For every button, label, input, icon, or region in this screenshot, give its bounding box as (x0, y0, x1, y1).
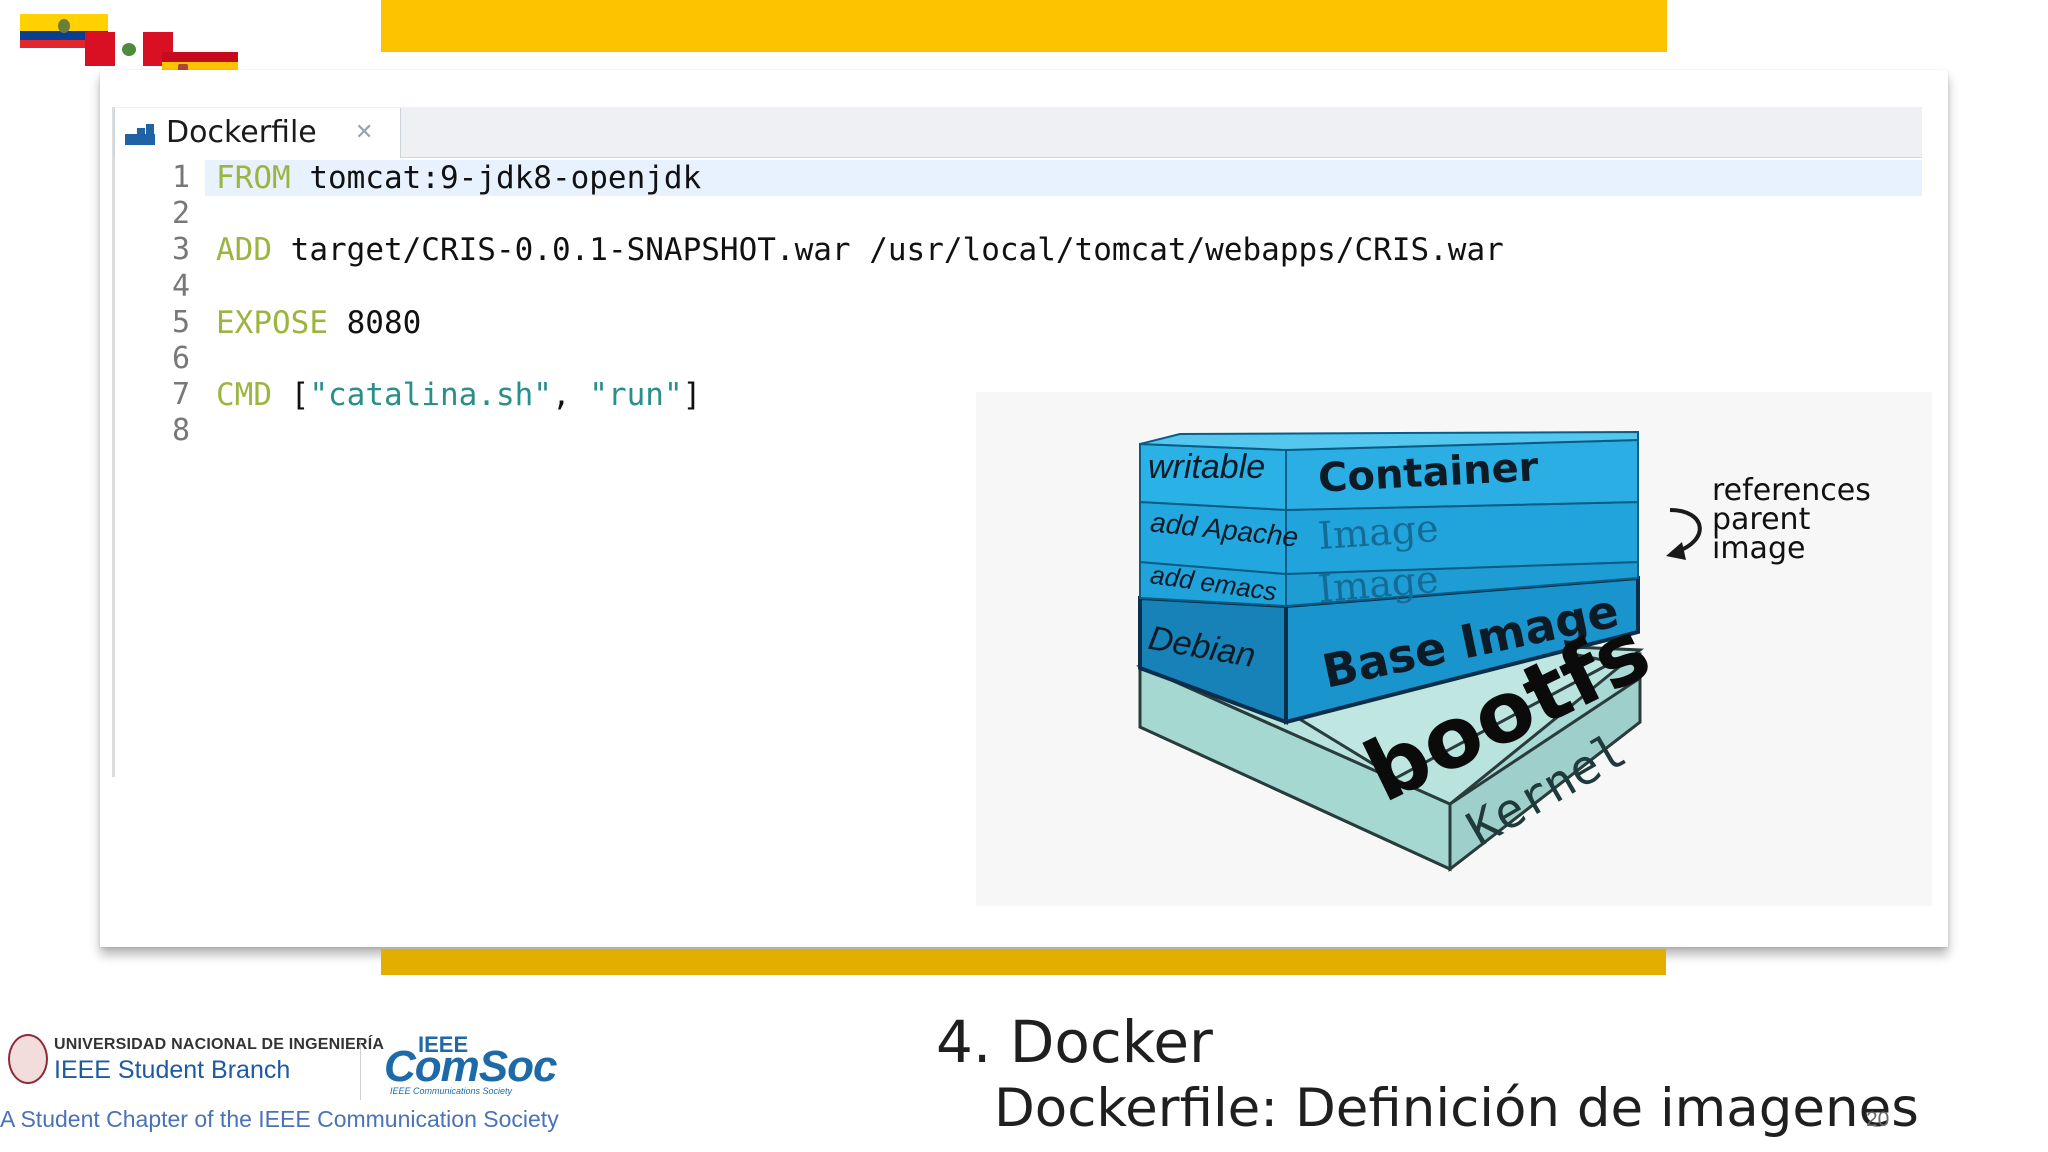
slide-subtitle: Dockerfile: Definición de imagenes (994, 1078, 1919, 1139)
university-name: UNIVERSIDAD NACIONAL DE INGENIERÍA (54, 1036, 385, 1053)
line-number: 7 (171, 377, 190, 413)
references-annotation: references parent image (1712, 473, 1871, 566)
code-text: ] (682, 377, 702, 414)
code-text: tomcat:9-jdk8-openjdk (290, 160, 702, 196)
line-number: 5 (171, 304, 190, 340)
docker-layers-diagram: writable add Apache add emacs Debian Con… (976, 392, 1932, 906)
layer-label-writable: writable (1148, 448, 1266, 486)
line-number: 1 (171, 160, 190, 195)
code-line[interactable]: EXPOSE 8080 (216, 305, 421, 341)
tab-dockerfile[interactable] (114, 108, 401, 158)
code-line[interactable]: FROM tomcat:9-jdk8-openjdk (216, 160, 701, 196)
code-string: "run" (589, 377, 683, 414)
line-number: 8 (171, 413, 190, 449)
editor-tab-bar (114, 107, 1922, 158)
ecuador-flag (20, 14, 108, 48)
bottom-accent-bar (381, 949, 1666, 975)
line-number: 2 (171, 196, 190, 232)
top-accent-bar (381, 0, 1667, 52)
layer-image-label-1: Image (1316, 505, 1440, 559)
line-number: 3 (171, 232, 190, 268)
logo-separator (360, 1040, 361, 1100)
page-number: 20 (1866, 1108, 1890, 1131)
code-keyword: CMD (216, 377, 272, 414)
student-branch-label: IEEE Student Branch (54, 1056, 291, 1084)
current-line-highlight (205, 160, 1922, 196)
peru-flag (85, 32, 173, 66)
comsoc-logo: IEEE ComSoc IEEE Communications Society (384, 1032, 557, 1096)
close-icon[interactable]: ✕ (355, 119, 374, 144)
tab-label: Dockerfile (166, 115, 317, 150)
slide-title: 4. Docker (936, 1008, 1213, 1076)
code-keyword: ADD (216, 232, 272, 269)
university-seal-icon (8, 1034, 48, 1084)
code-text: 8080 (327, 304, 422, 341)
code-keyword: EXPOSE (216, 304, 328, 341)
code-keyword: FROM (216, 160, 291, 196)
dockerfile-file-icon (125, 124, 155, 145)
code-line[interactable]: CMD ["catalina.sh", "run"] (216, 377, 701, 413)
code-string: "catalina.sh" (309, 377, 552, 414)
line-number: 6 (171, 341, 190, 376)
line-number: 4 (171, 268, 190, 304)
editor-border (112, 107, 115, 777)
code-line[interactable]: ADD target/CRIS-0.0.1-SNAPSHOT.war /usr/… (216, 232, 1504, 268)
chapter-tagline: A Student Chapter of the IEEE Communicat… (0, 1106, 559, 1132)
code-text: , (551, 377, 590, 414)
code-text: [ (272, 377, 310, 414)
code-text: target/CRIS-0.0.1-SNAPSHOT.war /usr/loca… (272, 232, 1504, 269)
